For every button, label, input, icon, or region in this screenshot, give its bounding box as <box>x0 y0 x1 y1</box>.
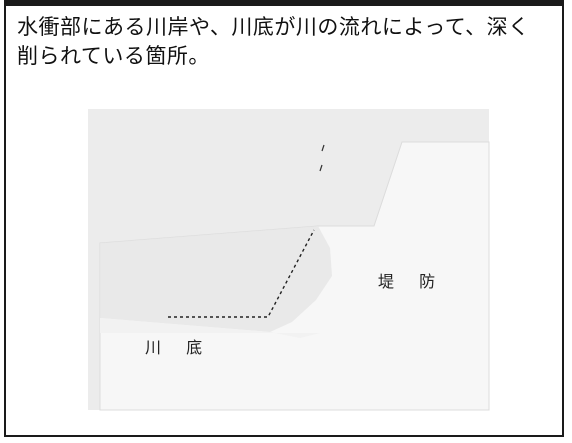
caption-line-2: 削られている箇所。 <box>17 44 210 68</box>
caption-line-1: 水衝部にある川岸や、川底が川の流れによって、深く <box>17 15 530 39</box>
top-border <box>4 0 564 6</box>
riverbed-label: 川 底 <box>145 338 213 357</box>
tick-mark-lower <box>319 164 323 172</box>
scoured-area <box>100 226 332 332</box>
riverbed-surface <box>100 318 320 338</box>
embankment-label: 堤 防 <box>378 272 446 291</box>
tick-mark-upper <box>321 144 325 152</box>
figure-frame <box>4 0 564 437</box>
caption: 水衝部にある川岸や、川底が川の流れによって、深く 削られている箇所。 <box>17 13 562 71</box>
